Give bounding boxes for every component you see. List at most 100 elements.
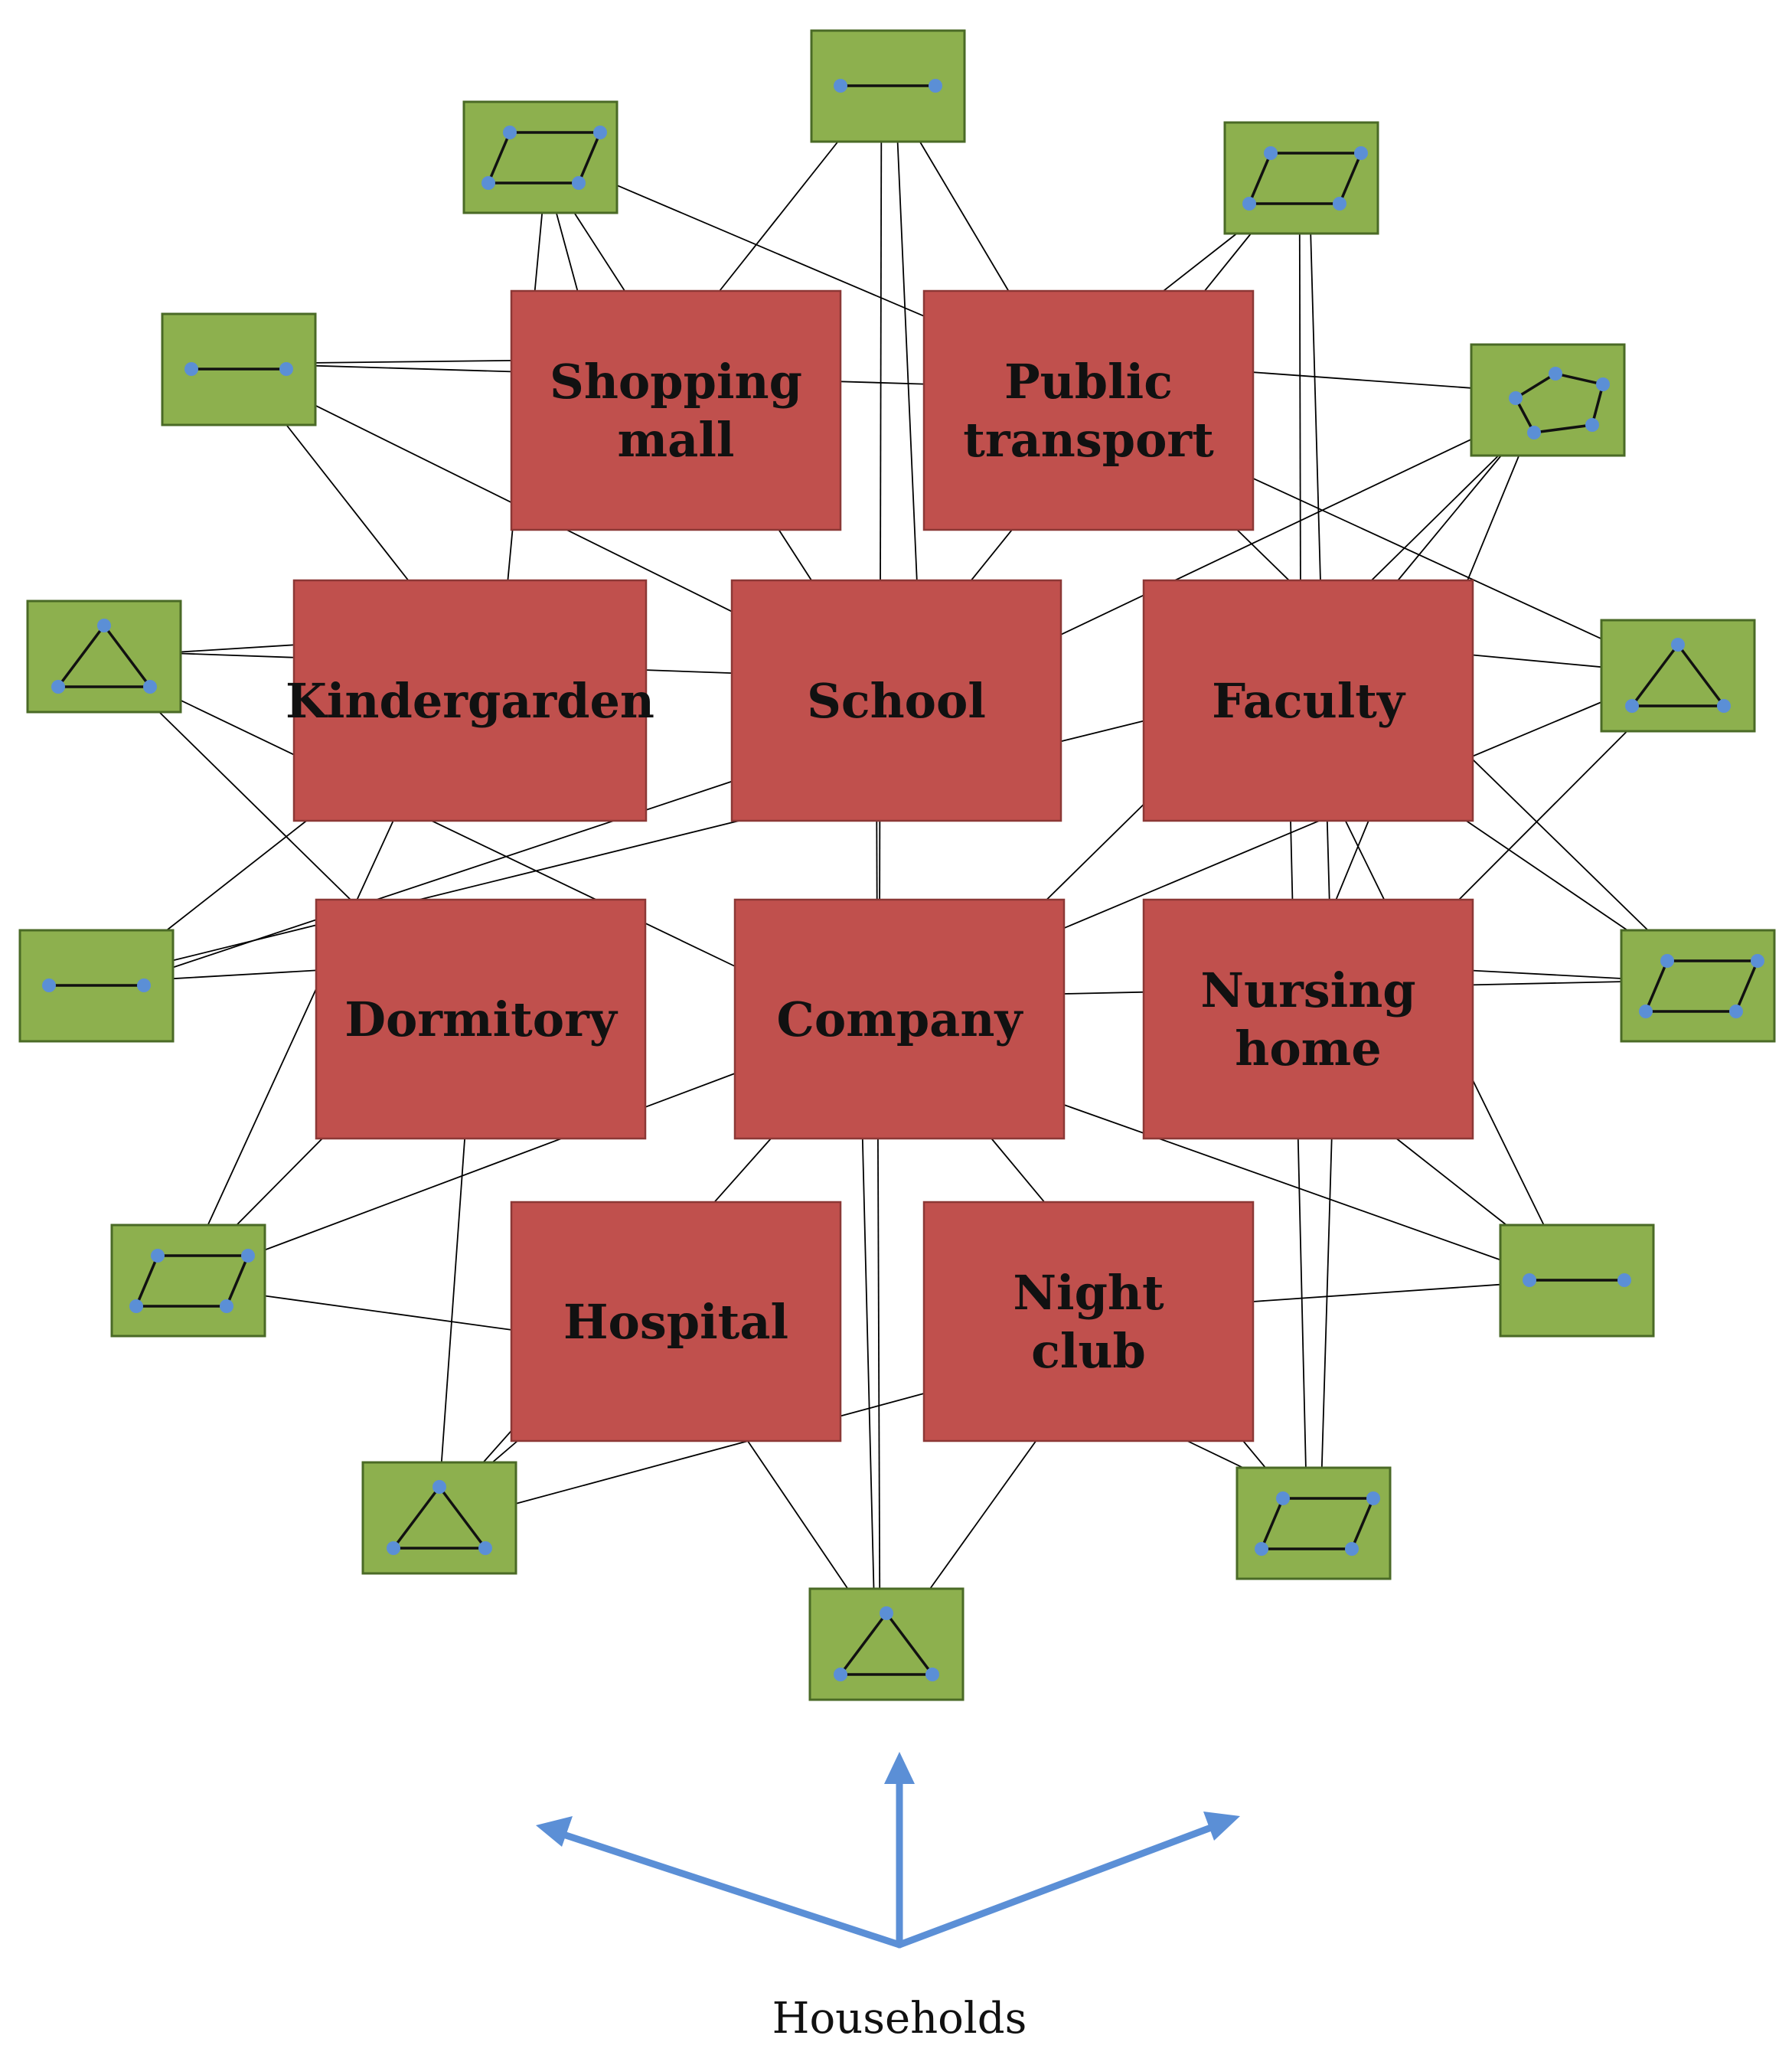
- member-node: [1354, 146, 1368, 160]
- households-arrows: [536, 1752, 1240, 1949]
- link-h7-nursing: [1458, 730, 1628, 900]
- arrow-left-shaft: [555, 1829, 903, 1949]
- member-node: [880, 1606, 893, 1620]
- member-node: [1729, 1005, 1743, 1018]
- member-node: [929, 79, 942, 93]
- household-h11: [1499, 1224, 1655, 1338]
- member-node: [1523, 1273, 1536, 1287]
- link-h1-mall: [719, 141, 839, 292]
- member-node: [834, 79, 847, 93]
- member-node: [478, 1541, 492, 1555]
- connection-lines: [158, 141, 1649, 1589]
- venue-label: home: [1235, 1021, 1381, 1077]
- member-node: [1717, 699, 1731, 713]
- household-box: [1223, 121, 1379, 235]
- member-node: [1596, 377, 1610, 391]
- venue-box: [730, 579, 1062, 822]
- member-node: [1585, 418, 1599, 432]
- link-h12-hospital: [491, 1440, 518, 1463]
- link-h10-kindergarden: [207, 820, 394, 1226]
- venue-label: Public: [1004, 354, 1173, 410]
- venue-label: mall: [618, 412, 735, 468]
- member-node: [503, 126, 517, 139]
- venue-box: [922, 289, 1255, 531]
- member-node: [1639, 1005, 1653, 1018]
- link-h7-transport: [1252, 477, 1602, 640]
- member-node: [1671, 638, 1685, 652]
- venue-box: [292, 579, 648, 822]
- link-h8-dormitory: [172, 969, 317, 980]
- household-box: [808, 1587, 965, 1701]
- member-node: [51, 680, 65, 694]
- link-h4-mall: [315, 360, 512, 364]
- link-h2-transport: [616, 185, 925, 317]
- arrow-right-head: [1203, 1812, 1240, 1841]
- venue-label: Company: [777, 992, 1024, 1047]
- household-h6: [26, 600, 182, 714]
- household-box: [1470, 343, 1626, 457]
- venue-hospital: Hospital: [510, 1201, 842, 1442]
- link-h11-company: [1063, 1104, 1501, 1261]
- venue-box: [1142, 579, 1474, 822]
- household-h3: [1223, 121, 1379, 235]
- venue-box: [733, 898, 1066, 1140]
- arrow-right-shaft: [896, 1821, 1221, 1949]
- venue-label: club: [1031, 1323, 1146, 1379]
- member-node: [572, 176, 586, 190]
- link-h2-mall: [555, 212, 579, 292]
- household-h13: [1235, 1466, 1392, 1580]
- member-node: [1617, 1273, 1631, 1287]
- member-node: [1345, 1542, 1359, 1556]
- household-h5: [1470, 343, 1626, 457]
- household-contact-edges: [55, 623, 153, 688]
- member-node: [1333, 197, 1346, 211]
- member-node: [1751, 954, 1764, 968]
- member-node: [241, 1249, 255, 1263]
- arrow-left-head: [536, 1816, 573, 1847]
- member-node: [1549, 367, 1562, 381]
- household-box: [361, 1461, 517, 1575]
- venue-box: [1142, 898, 1474, 1140]
- venue-label: Dormitory: [344, 992, 619, 1047]
- link-h5-transport: [1252, 371, 1472, 389]
- member-node: [1276, 1491, 1290, 1505]
- member-node: [387, 1541, 400, 1555]
- venue-faculty: Faculty: [1142, 579, 1474, 822]
- link-h6-dormitory: [158, 711, 351, 900]
- venue-label: Shopping: [550, 354, 802, 410]
- link-h1-transport: [919, 141, 1010, 292]
- member-node: [143, 680, 157, 694]
- link-h3-faculty: [1298, 233, 1301, 581]
- arrow-up-head: [884, 1752, 915, 1784]
- member-node: [834, 1668, 847, 1681]
- member-node: [42, 978, 56, 992]
- household-box: [1235, 1466, 1392, 1580]
- link-h3-transport: [1163, 233, 1238, 292]
- household-h10: [110, 1224, 266, 1338]
- household-h14: [808, 1587, 965, 1701]
- venue-company: Company: [733, 898, 1066, 1140]
- member-node: [1255, 1542, 1268, 1556]
- household-h7: [1600, 619, 1756, 733]
- household-box: [1600, 619, 1756, 733]
- member-node: [279, 362, 293, 376]
- household-h4: [161, 312, 317, 426]
- link-h10-company: [264, 1073, 736, 1251]
- member-node: [1242, 197, 1256, 211]
- link-h14-hospital: [747, 1440, 849, 1589]
- member-node: [137, 978, 151, 992]
- venue-dormitory: Dormitory: [315, 898, 647, 1140]
- member-node: [184, 362, 198, 376]
- household-nodes: [18, 29, 1776, 1701]
- venue-box: [315, 898, 647, 1140]
- household-h12: [361, 1461, 517, 1575]
- link-h9-faculty: [1465, 820, 1628, 931]
- household-h8: [18, 929, 175, 1043]
- venue-label: transport: [963, 412, 1214, 468]
